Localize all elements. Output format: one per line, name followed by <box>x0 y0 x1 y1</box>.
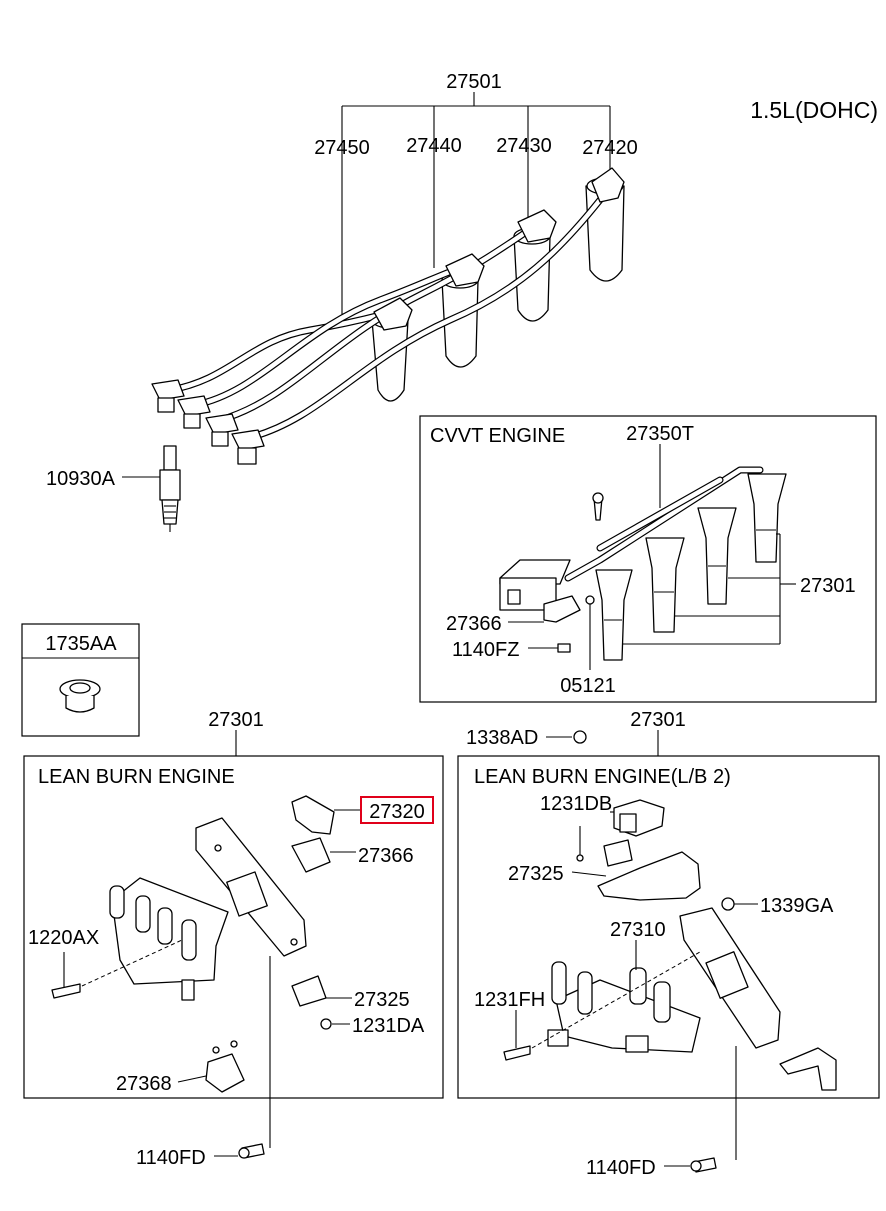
section-lean-burn-engine: 27301 LEAN BURN ENGINE <box>23 709 444 1148</box>
label-27366-cvvt[interactable]: 27366 <box>446 613 502 635</box>
label-27301-cvvt[interactable]: 27301 <box>800 575 856 597</box>
grommet-box: 1735AA <box>21 623 140 737</box>
bolt-1140FD-lb2: 1140FD <box>586 1157 717 1179</box>
label-27366-lean[interactable]: 27366 <box>358 845 414 867</box>
lean-burn-lb2-title: LEAN BURN ENGINE(L/B 2) <box>474 766 731 788</box>
label-27310[interactable]: 27310 <box>610 919 666 941</box>
lean-burn-title: LEAN BURN ENGINE <box>38 766 235 788</box>
label-1140FD-lean[interactable]: 1140FD <box>136 1147 206 1169</box>
label-05121[interactable]: 05121 <box>560 675 616 697</box>
label-27501[interactable]: 27501 <box>446 71 502 93</box>
engine-spec: 1.5L(DOHC) <box>750 97 878 123</box>
label-1140FD-lb2[interactable]: 1140FD <box>586 1157 656 1179</box>
label-27368[interactable]: 27368 <box>116 1073 172 1095</box>
section-cvvt-engine: CVVT ENGINE <box>419 415 877 703</box>
label-27301-lean[interactable]: 27301 <box>208 709 264 731</box>
highlight-box-27320 <box>360 796 434 824</box>
label-1231DA[interactable]: 1231DA <box>352 1015 425 1037</box>
label-1140FZ[interactable]: 1140FZ <box>452 639 519 661</box>
spark-plug: 10930A <box>46 445 181 532</box>
spark-plug-cable-set: 27501 27450 27440 27430 27420 <box>151 71 638 465</box>
label-27430[interactable]: 27430 <box>496 135 552 157</box>
label-27440[interactable]: 27440 <box>406 135 462 157</box>
label-27325-lean[interactable]: 27325 <box>354 989 410 1011</box>
cvvt-title: CVVT ENGINE <box>430 425 565 447</box>
label-10930A[interactable]: 10930A <box>46 468 116 490</box>
label-27450[interactable]: 27450 <box>314 137 370 159</box>
label-27320[interactable]: 27320 <box>369 801 425 823</box>
label-1231FH[interactable]: 1231FH <box>474 989 545 1011</box>
section-lean-burn-lb2: 27301 LEAN BURN ENGINE(L/B 2) <box>457 709 880 1160</box>
label-27350T[interactable]: 27350T <box>626 423 694 445</box>
label-27420[interactable]: 27420 <box>582 137 638 159</box>
label-1735AA[interactable]: 1735AA <box>45 633 117 655</box>
label-27301-lb2[interactable]: 27301 <box>630 709 686 731</box>
label-1339GA[interactable]: 1339GA <box>760 895 834 917</box>
label-1231DB[interactable]: 1231DB <box>540 793 612 815</box>
bolt-1140FD-lean: 1140FD <box>136 1143 265 1169</box>
label-1220AX[interactable]: 1220AX <box>28 927 99 949</box>
label-27325-lb2[interactable]: 27325 <box>508 863 564 885</box>
label-1338AD[interactable]: 1338AD <box>466 727 538 749</box>
nut-1338AD: 1338AD <box>466 727 587 749</box>
